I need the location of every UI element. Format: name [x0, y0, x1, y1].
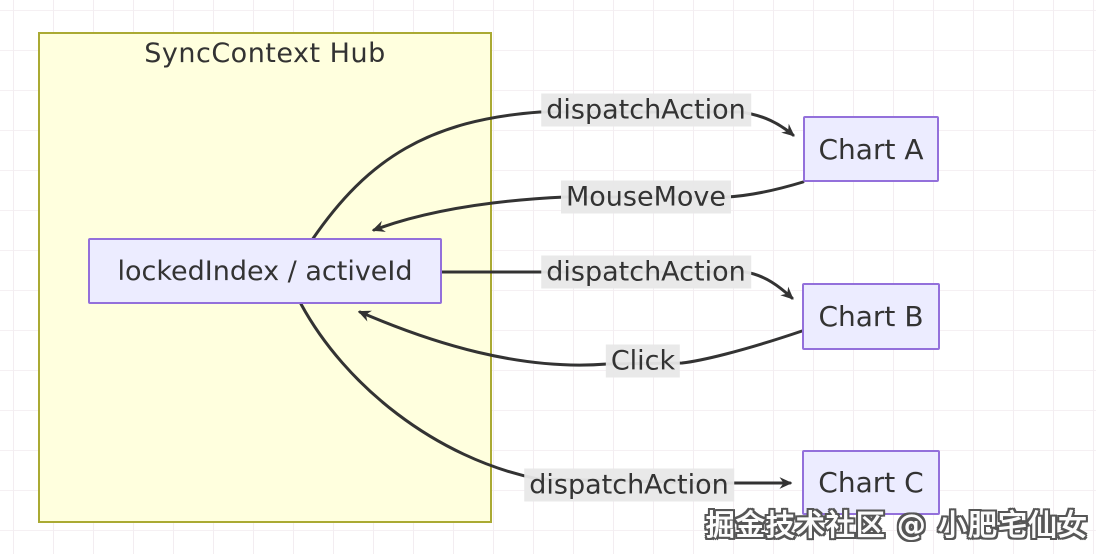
edge-label-dispatchaction-c: dispatchAction: [524, 468, 734, 502]
node-chart-b: Chart B: [802, 283, 940, 350]
node-chart-c: Chart C: [802, 450, 940, 515]
edge-hub-to-chart-a: [310, 110, 795, 242]
edge-label-click: Click: [605, 344, 681, 378]
edge-label-dispatchaction-b: dispatchAction: [541, 255, 751, 289]
edge-chart-a-to-hub: [371, 180, 805, 232]
edge-hub-to-chart-c: [299, 302, 793, 489]
node-lockedindex-activeid: lockedIndex / activeId: [88, 238, 442, 304]
edge-label-mousemove: MouseMove: [560, 180, 732, 214]
cluster-title: SyncContext Hub: [144, 38, 386, 69]
edge-chart-b-to-hub: [357, 310, 804, 367]
node-chart-a: Chart A: [803, 116, 939, 182]
watermark: 掘金技术社区 @ 小肥宅仙女: [705, 508, 1088, 542]
edge-label-dispatchaction-a: dispatchAction: [541, 93, 751, 127]
